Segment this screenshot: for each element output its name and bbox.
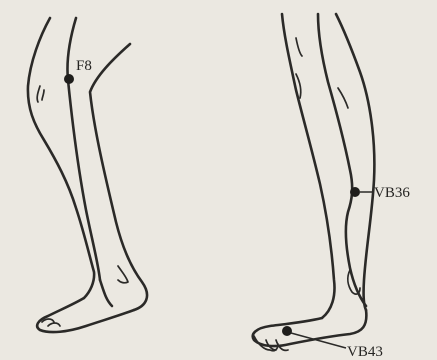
lateral-foot-contour (253, 310, 367, 346)
lateral-leg-back-contour (282, 14, 335, 318)
right-leg-inner-contour (100, 280, 112, 306)
ankle-detail (118, 266, 128, 283)
vb36-point-marker (350, 187, 360, 197)
lateral-calf-detail (338, 88, 348, 108)
lateral-leg-calf-contour (336, 14, 374, 310)
lateral-leg-shin-contour (318, 14, 366, 306)
f8-label: F8 (76, 58, 92, 74)
right-leg-figure: VB36 VB43 (253, 14, 411, 360)
vb36-label: VB36 (374, 185, 410, 201)
lateral-toes (254, 336, 288, 351)
vb43-label: VB43 (347, 344, 383, 360)
left-foot-contour (37, 298, 134, 332)
left-toes (42, 319, 60, 326)
f8-point-marker (64, 74, 74, 84)
vb43-point-marker (282, 326, 292, 336)
left-knee-mark (37, 86, 44, 102)
left-leg-figure: F8 (28, 18, 147, 332)
